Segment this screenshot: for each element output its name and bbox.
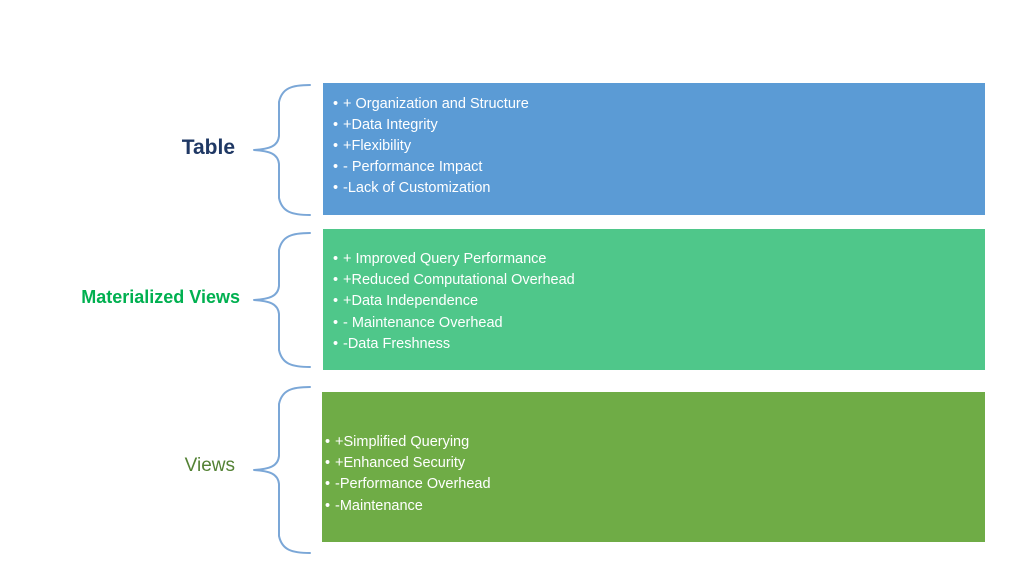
bullet-text: +Flexibility [343, 138, 412, 154]
bullet-dot-icon: • [325, 497, 331, 514]
list-item: •- Performance Impact [333, 157, 985, 178]
bullet-text: -Performance Overhead [335, 476, 491, 493]
bullet-dot-icon: • [325, 455, 331, 472]
list-item: •+Data Integrity [333, 115, 985, 136]
group-label-materialized-views: Materialized Views [81, 287, 240, 307]
bullet-text: + Organization and Structure [343, 96, 529, 112]
list-item: •-Performance Overhead [325, 474, 985, 495]
bullet-dot-icon: • [333, 180, 339, 196]
panel-materialized-views: •+ Improved Query Performance •+Reduced … [323, 229, 985, 370]
bullet-dot-icon: • [333, 272, 339, 289]
bullet-dot-icon: • [325, 476, 331, 493]
bullet-text: +Reduced Computational Overhead [343, 272, 575, 289]
bullet-list-materialized-views: •+ Improved Query Performance •+Reduced … [323, 229, 985, 355]
bullet-text: +Data Integrity [343, 117, 438, 133]
list-item: •+Data Independence [333, 291, 985, 312]
list-item: •- Maintenance Overhead [333, 313, 985, 334]
group-label-views: Views [184, 455, 235, 476]
bullet-dot-icon: • [333, 251, 339, 267]
bullet-list-table: •+ Organization and Structure •+Data Int… [323, 83, 985, 199]
bullet-dot-icon: • [333, 159, 339, 175]
brace-table [253, 84, 311, 216]
bullet-text: +Enhanced Security [335, 455, 466, 472]
bullet-dot-icon: • [333, 117, 339, 133]
bullet-text: - Performance Impact [343, 159, 483, 175]
bullet-text: +Data Independence [343, 293, 479, 310]
panel-views: •+Simplified Querying •+Enhanced Securit… [322, 392, 985, 542]
bullet-dot-icon: • [333, 138, 339, 154]
bullet-text: -Data Freshness [343, 335, 451, 352]
group-label-table: Table [181, 136, 235, 159]
bullet-list-views: •+Simplified Querying •+Enhanced Securit… [322, 392, 985, 517]
brace-materialized-views [253, 232, 311, 368]
panel-table: •+ Organization and Structure •+Data Int… [323, 83, 985, 215]
bullet-text: +Simplified Querying [335, 434, 470, 450]
list-item: •+Reduced Computational Overhead [333, 270, 985, 291]
bullet-dot-icon: • [333, 96, 339, 112]
bullet-text: + Improved Query Performance [343, 251, 547, 267]
list-item: •+ Organization and Structure [333, 94, 985, 115]
bullet-text: -Maintenance [335, 497, 423, 514]
list-item: •+Simplified Querying [325, 432, 985, 453]
bullet-text: -Lack of Customization [343, 180, 491, 196]
bullet-dot-icon: • [333, 314, 339, 331]
bullet-text: - Maintenance Overhead [343, 314, 503, 331]
bullet-dot-icon: • [333, 293, 339, 310]
bullet-dot-icon: • [325, 434, 331, 450]
list-item: •-Data Freshness [333, 334, 985, 355]
list-item: •+Enhanced Security [325, 453, 985, 474]
list-item: •+ Improved Query Performance [333, 249, 985, 270]
list-item: •+Flexibility [333, 136, 985, 157]
list-item: •-Lack of Customization [333, 178, 985, 199]
brace-views [253, 386, 311, 554]
bullet-dot-icon: • [333, 335, 339, 352]
list-item: •-Maintenance [325, 496, 985, 517]
